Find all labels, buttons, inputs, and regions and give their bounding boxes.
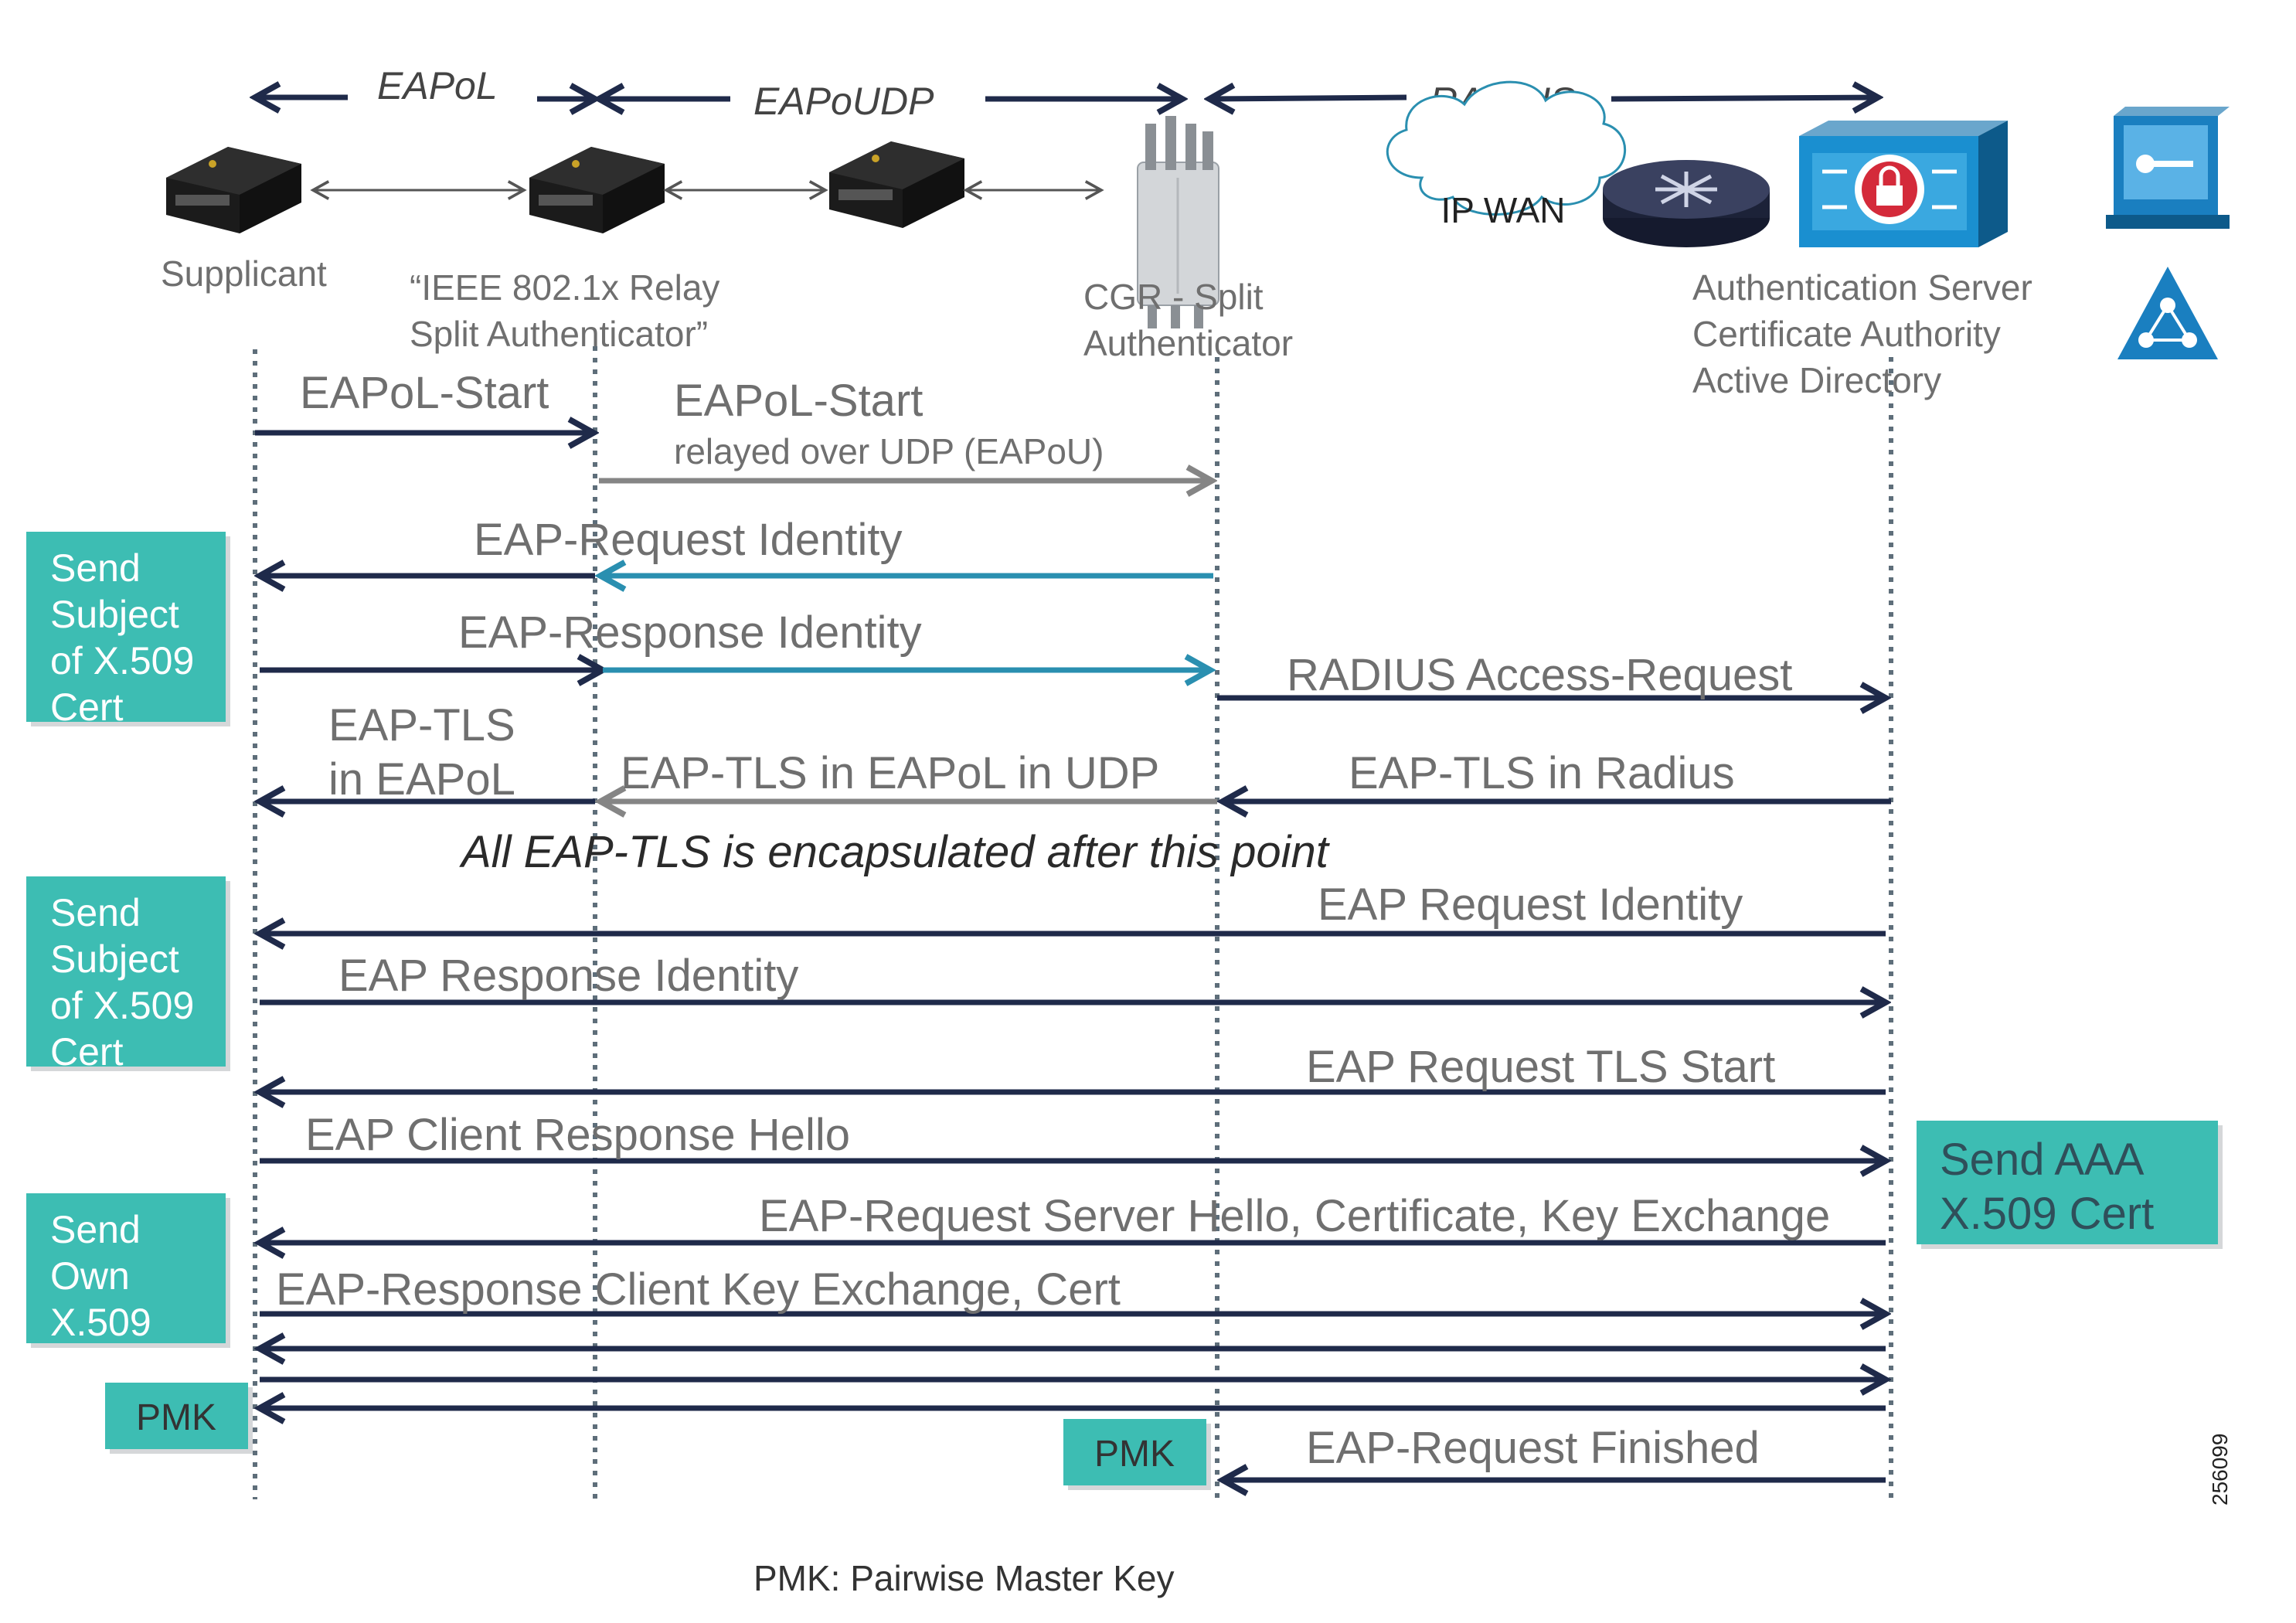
security-appliance-icon (1799, 121, 2008, 247)
msg-eap-tls-eapol-label1: EAP-TLS (328, 700, 515, 750)
send-subject-box-2: Send Subject of X.509 Cert (26, 876, 230, 1073)
relay-label-line2: Split Authenticator” (410, 314, 708, 354)
protocol-header: EAPoL EAPoUDP RADIUS (255, 64, 1878, 123)
box2-line2: Subject (50, 937, 179, 981)
send-own-cert-box: Send Own X.509 Cert (26, 1193, 230, 1390)
box3-line1: Send (50, 1208, 141, 1251)
pmk-box-cgr: PMK (1063, 1419, 1211, 1490)
directory-icon (2117, 267, 2218, 359)
msg-eap-tls-udp-label: EAP-TLS in EAPoL in UDP (621, 748, 1159, 798)
box2-line3: of X.509 (50, 984, 194, 1027)
pmk-box-supplicant: PMK (105, 1383, 253, 1454)
box1-line1: Send (50, 546, 141, 590)
aaa-box-line2: X.509 Cert (1940, 1189, 2154, 1239)
cgr-label-line2: Authenticator (1083, 323, 1293, 363)
msg-eapol-start-udp-label: EAPoL-Start (674, 376, 923, 426)
eapol-header-label: EAPoL (377, 64, 498, 107)
msg-eap-request-finished-label: EAP-Request Finished (1306, 1423, 1760, 1473)
pmk-label-cgr: PMK (1094, 1434, 1175, 1475)
msg-eap-response-identity-2-label: EAP Response Identity (338, 951, 798, 1001)
msg-eapol-start-label: EAPoL-Start (300, 368, 549, 418)
box2-line4: Cert (50, 1030, 124, 1073)
legend-text: PMK: Pairwise Master Key (753, 1558, 1174, 1598)
cloud-icon (1386, 80, 1626, 216)
box1-line3: of X.509 (50, 639, 194, 682)
router-icon (829, 141, 964, 228)
box3-line3: X.509 (50, 1301, 151, 1344)
ipwan-label: IP WAN (1441, 190, 1565, 230)
pmk-label-supplicant: PMK (136, 1397, 216, 1438)
msg-eap-request-identity-label: EAP-Request Identity (474, 515, 903, 565)
router-icon (166, 147, 301, 233)
radius-arrow-left (1209, 97, 1407, 99)
msg-eap-response-identity-label: EAP-Response Identity (458, 607, 922, 658)
relay-label-line1: “IEEE 802.1x Relay (410, 267, 719, 308)
eapoudp-header-label: EAPoUDP (753, 80, 934, 123)
send-aaa-cert-box: Send AAA X.509 Cert (1917, 1121, 2223, 1249)
box1-line2: Subject (50, 593, 179, 636)
aaa-box-line1: Send AAA (1940, 1135, 2145, 1185)
auth-label-line2: Certificate Authority (1692, 314, 2001, 354)
figure-id: 256099 (2208, 1434, 2232, 1506)
msg-radius-access-request-label: RADIUS Access-Request (1287, 650, 1792, 700)
msg-eap-tls-eapol-label2: in EAPoL (328, 754, 515, 805)
msg-eap-tls-radius-label: EAP-TLS in Radius (1349, 748, 1735, 798)
msg-eap-request-identity-2-label: EAP Request Identity (1318, 880, 1743, 930)
core-router-icon (1603, 160, 1770, 247)
cgr-icon (1137, 116, 1219, 328)
radius-arrow-right (1611, 97, 1878, 99)
cgr-label-line1: CGR - Split (1083, 277, 1264, 317)
router-icon (529, 147, 665, 233)
key-server-icon (2106, 107, 2230, 229)
msg-eap-request-tls-start-label: EAP Request TLS Start (1306, 1042, 1775, 1092)
msg-eap-response-client-key-exchange-label: EAP-Response Client Key Exchange, Cert (276, 1264, 1121, 1315)
encapsulation-note: All EAP-TLS is encapsulated after this p… (459, 827, 1331, 877)
box2-line1: Send (50, 891, 141, 934)
box3-line2: Own (50, 1254, 130, 1298)
auth-label-line1: Authentication Server (1692, 267, 2032, 308)
msg-eap-client-response-hello-label: EAP Client Response Hello (305, 1110, 850, 1160)
box1-line4: Cert (50, 686, 124, 729)
auth-label-line3: Active Directory (1692, 360, 1941, 400)
msg-eapol-start-udp-sublabel: relayed over UDP (EAPoU) (674, 431, 1104, 471)
supplicant-label: Supplicant (161, 253, 327, 294)
msg-eap-request-server-hello-label: EAP-Request Server Hello, Certificate, K… (759, 1191, 1830, 1241)
send-subject-box-1: Send Subject of X.509 Cert (26, 532, 230, 729)
